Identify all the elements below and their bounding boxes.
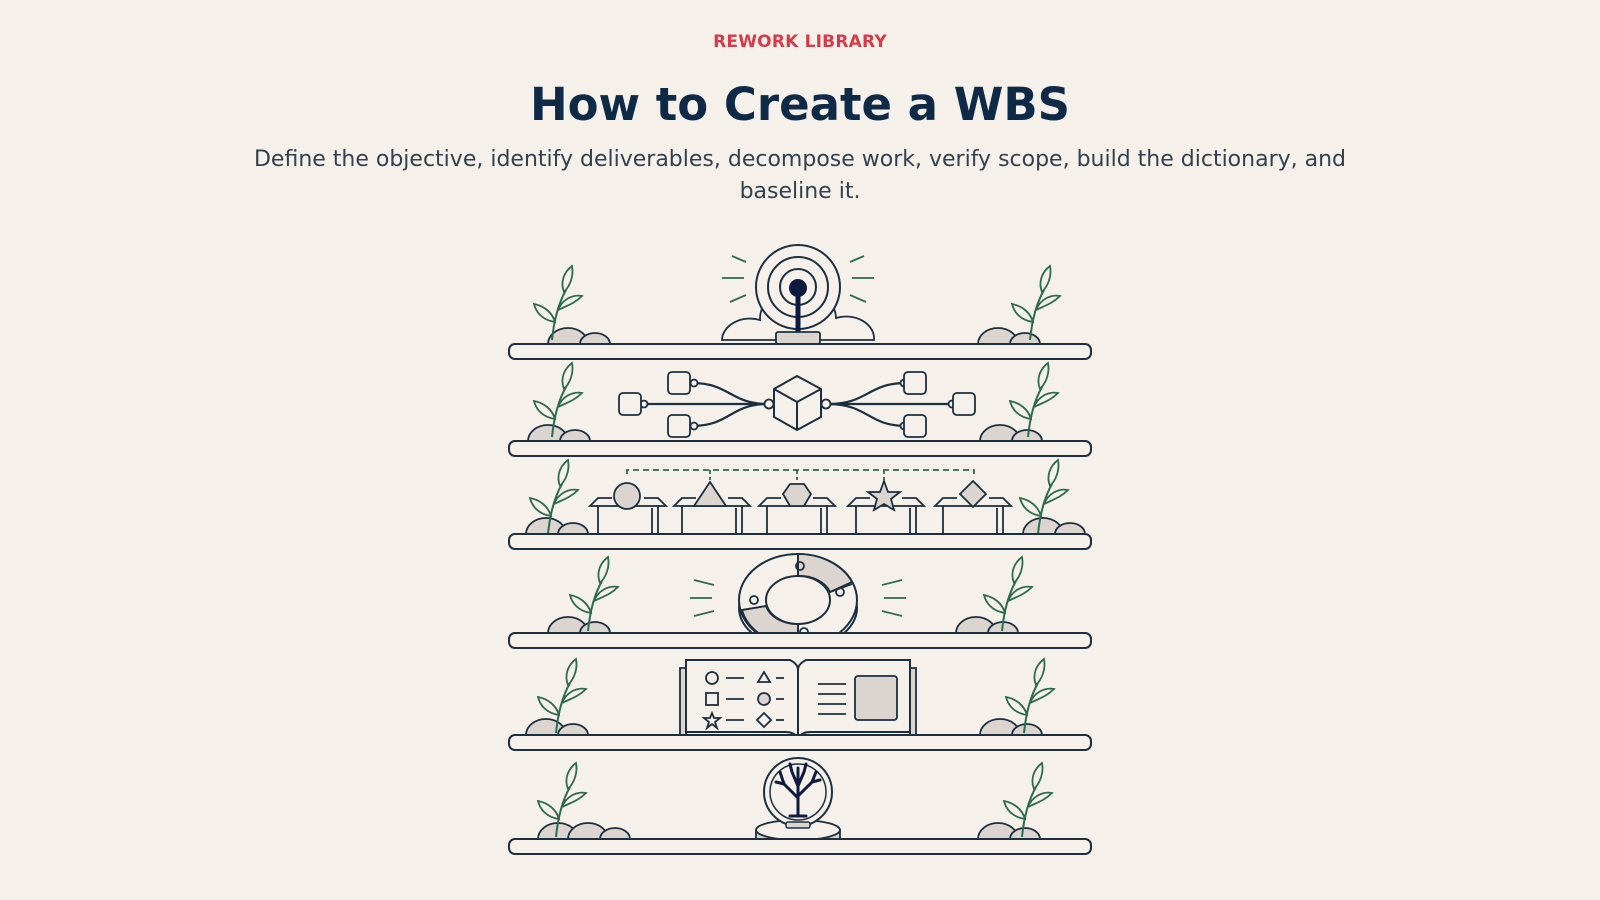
shelf-dictionary (508, 658, 1092, 751)
page-subtitle: Define the objective, identify deliverab… (253, 147, 1347, 204)
open-book-icon (679, 659, 917, 743)
page-title: How to Create a WBS (529, 78, 1071, 131)
cube-branch-icon (618, 371, 976, 438)
eyebrow-label: REWORK LIBRARY (713, 32, 887, 52)
shelf-decompose (508, 459, 1092, 550)
shelf-objective (508, 244, 1092, 360)
tree-globe-icon (755, 757, 841, 851)
shelf-verify-scope (508, 553, 1092, 649)
shelf-deliverables (508, 362, 1092, 457)
shape-boxes-icon (587, 469, 1014, 537)
shelf-baseline (508, 757, 1092, 855)
target-beacon-icon (722, 244, 874, 345)
